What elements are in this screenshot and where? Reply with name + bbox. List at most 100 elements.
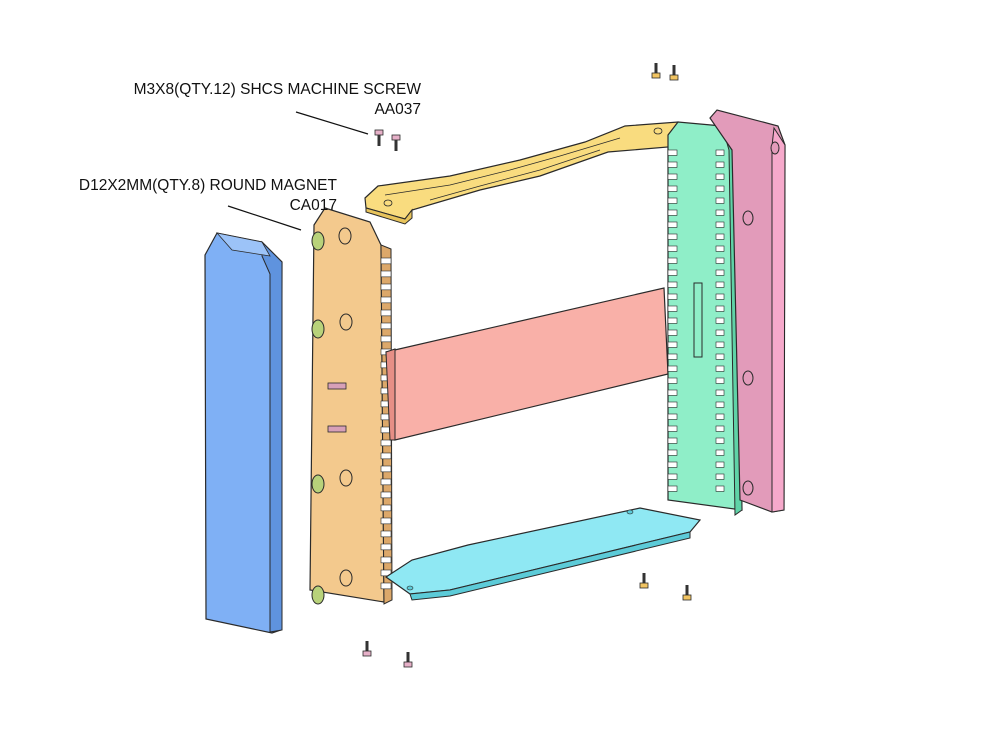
rail-tooth (667, 269, 678, 276)
rail-tooth (667, 305, 678, 312)
screw-icon (403, 652, 413, 668)
green-side-rail (667, 121, 743, 516)
rail-teeth (380, 257, 392, 590)
rail-tooth (380, 309, 392, 317)
rail-tooth (380, 452, 392, 460)
rail-tooth (667, 485, 678, 492)
rail-tooth (667, 257, 678, 264)
rail-tooth (667, 209, 678, 216)
screw-callout-label: M3X8(QTY.12) SHCS MACHINE SCREW AA037 (134, 80, 421, 120)
screw-part-number: AA037 (374, 101, 421, 118)
rail-tooth (667, 173, 678, 180)
rail-tooth (715, 353, 725, 360)
orange-side-rail (309, 207, 393, 605)
rail-tooth (667, 221, 678, 228)
rail-tooth (715, 329, 725, 336)
rail-tooth (715, 233, 725, 240)
screw-icon (391, 134, 401, 151)
rail-tooth (667, 437, 678, 444)
magnet (311, 585, 325, 605)
rail-teeth (667, 149, 725, 492)
rail-tooth (380, 283, 392, 291)
rail-tooth (667, 341, 678, 348)
rail-tooth (715, 377, 725, 384)
rail-tooth (715, 341, 725, 348)
rail-tooth (715, 149, 725, 156)
rail-tooth (380, 504, 392, 512)
magnet-part-number: CA017 (289, 197, 337, 214)
rail-tooth (667, 377, 678, 384)
magnet-spec-text: D12X2MM(QTY.8) ROUND MAGNET (78, 177, 337, 194)
rail-tooth (380, 465, 392, 473)
magnet-callout-label: D12X2MM(QTY.8) ROUND MAGNET CA017 (79, 176, 337, 216)
screw-spec-text: M3X8(QTY.12) SHCS MACHINE SCREW (133, 81, 421, 98)
rail-tooth (667, 197, 678, 204)
rail-tooth (715, 401, 725, 408)
rail-tooth (667, 353, 678, 360)
rail-tooth (667, 329, 678, 336)
rail-tooth (667, 293, 678, 300)
rail-tooth (380, 335, 392, 343)
rail-tooth (667, 149, 678, 156)
rail-tooth (715, 449, 725, 456)
rail-tooth (715, 389, 725, 396)
rail-tooth (715, 197, 725, 204)
rail-tooth (715, 425, 725, 432)
rail-tooth (715, 185, 725, 192)
machine-screws (362, 63, 692, 668)
magnet (311, 231, 325, 251)
rail-tooth (380, 517, 392, 525)
rail-tooth (715, 161, 725, 168)
rail-tooth (380, 556, 392, 564)
rail-tooth (715, 245, 725, 252)
screw-icon (669, 65, 679, 81)
rail-tooth (667, 413, 678, 420)
rail-tooth (667, 401, 678, 408)
rail-tooth (667, 365, 678, 372)
rail-tooth (667, 461, 678, 468)
rail-tooth (715, 293, 725, 300)
rail-tooth (667, 449, 678, 456)
rail-tooth (715, 317, 725, 324)
screw-icon (374, 129, 384, 146)
rail-tooth (380, 322, 392, 330)
pink-center-panel (385, 287, 669, 441)
rail-tooth (715, 173, 725, 180)
screw-leader-line (295, 111, 369, 135)
rail-tooth (380, 439, 392, 447)
rail-tooth (667, 389, 678, 396)
rail-tooth (667, 425, 678, 432)
rail-tooth (715, 305, 725, 312)
rail-screws (327, 382, 347, 433)
rail-tooth (667, 161, 678, 168)
yellow-top-bar (364, 121, 681, 225)
rail-tooth (667, 473, 678, 480)
rail-holes (338, 227, 353, 587)
rail-tooth (380, 491, 392, 499)
rail-tooth (715, 461, 725, 468)
rail-tooth (380, 543, 392, 551)
blue-side-panel (204, 232, 283, 634)
screw-icon (362, 641, 372, 657)
rail-tooth (380, 569, 392, 577)
screw-icon (682, 585, 692, 601)
rail-tooth (715, 221, 725, 228)
magnet-leader-line (227, 205, 302, 231)
rail-tooth (715, 281, 725, 288)
rail-tooth (715, 473, 725, 480)
rail-tooth (715, 437, 725, 444)
rail-tooth (667, 245, 678, 252)
rail-tooth (380, 478, 392, 486)
screw-icon (651, 63, 661, 79)
rail-tooth (380, 530, 392, 538)
rail-tooth (667, 317, 678, 324)
cyan-bottom-plate (384, 507, 702, 601)
rail-tooth (380, 582, 392, 590)
rail-tooth (667, 281, 678, 288)
magnet (311, 319, 325, 339)
magnet (311, 474, 325, 494)
rail-tooth (715, 365, 725, 372)
rail-tooth (380, 270, 392, 278)
rail-tooth (715, 413, 725, 420)
